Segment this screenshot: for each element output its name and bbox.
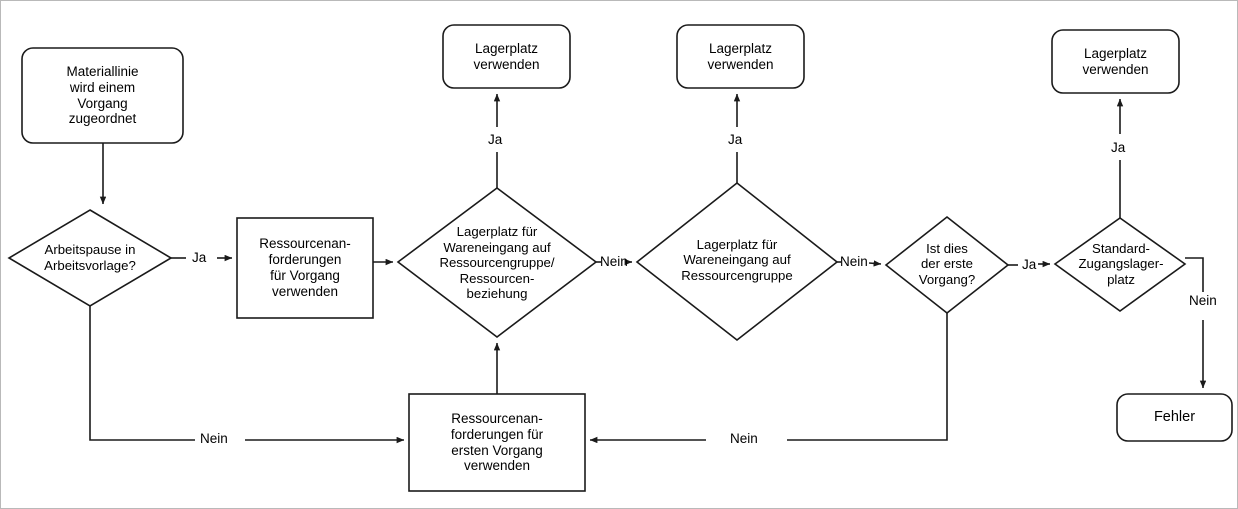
node-out3 — [1051, 29, 1180, 94]
node-d5 — [1053, 217, 1187, 312]
node-proc1 — [236, 217, 374, 319]
edge-d5-fehler — [1185, 257, 1204, 292]
node-d2 — [396, 187, 598, 339]
edge-d3-d4 — [868, 260, 882, 267]
node-fehler — [1116, 393, 1233, 442]
node-d1 — [7, 209, 173, 307]
node-d4 — [884, 215, 1010, 315]
node-out1 — [442, 24, 571, 89]
node-proc2 — [408, 393, 586, 492]
node-start — [21, 47, 184, 144]
node-out2 — [676, 24, 805, 89]
edge-d1-proc2-down — [89, 306, 195, 441]
edge-d4-proc2-down — [787, 313, 948, 441]
node-d3 — [635, 181, 839, 342]
